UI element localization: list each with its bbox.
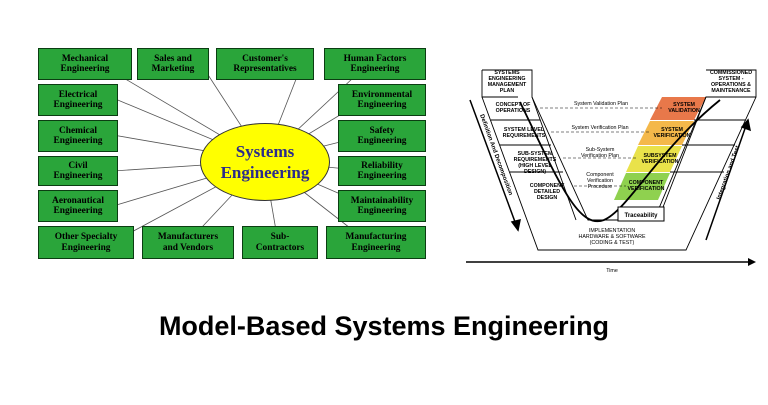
left-arrow-head	[510, 218, 521, 232]
subsystem-verification-band	[626, 146, 682, 172]
time-arrow-head	[748, 258, 756, 266]
systems-engineering-ellipse: Systems Engineering	[200, 123, 330, 201]
box-manufacturing-engineering: Manufacturing Engineering	[326, 226, 426, 259]
box-electrical-engineering: Electrical Engineering	[38, 84, 118, 116]
box-civil-engineering: Civil Engineering	[38, 156, 118, 186]
process-curve	[519, 99, 721, 223]
left-arrow-line	[469, 99, 519, 231]
box-sales-and-marketing: Sales and Marketing	[137, 48, 209, 80]
box-environmental-engineering: Environmental Engineering	[338, 84, 426, 116]
right-arrow-head	[740, 118, 752, 132]
system-verification-band	[638, 121, 694, 145]
system-validation-band	[650, 97, 706, 120]
box-manufacturers-and-vendors: Manufacturers and Vendors	[142, 226, 234, 259]
systems-engineering-diagram: Mechanical Engineering Sales and Marketi…	[38, 46, 426, 260]
box-reliability-engineering: Reliability Engineering	[338, 156, 426, 186]
box-aeronautical-engineering: Aeronautical Engineering	[38, 190, 118, 222]
time-label: Time	[606, 268, 618, 274]
box-safety-engineering: Safety Engineering	[338, 120, 426, 152]
component-verification-band	[614, 173, 670, 200]
box-human-factors-engineering: Human Factors Engineering	[324, 48, 426, 80]
box-maintainability-engineering: Maintainability Engineering	[338, 190, 426, 222]
right-arrow-line	[705, 119, 749, 241]
box-chemical-engineering: Chemical Engineering	[38, 120, 118, 152]
traceability-box	[617, 206, 665, 222]
traceability-label: Traceability	[624, 213, 658, 219]
box-other-specialty-engineering: Other Specialty Engineering	[38, 226, 134, 259]
box-customers-representatives: Customer's Representatives	[216, 48, 314, 80]
integration-test-label: Integration and Test	[716, 145, 741, 201]
validation-plan-label: System Validation Plan	[574, 101, 628, 107]
v-outline-bottom	[481, 96, 757, 251]
box-mechanical-engineering: Mechanical Engineering	[38, 48, 132, 80]
box-sub-contractors: Sub- Contractors	[242, 226, 318, 259]
page-title: Model-Based Systems Engineering	[158, 311, 610, 341]
v-outline-left	[482, 69, 577, 221]
verification-plan-label: System Verification Plan	[571, 125, 628, 131]
